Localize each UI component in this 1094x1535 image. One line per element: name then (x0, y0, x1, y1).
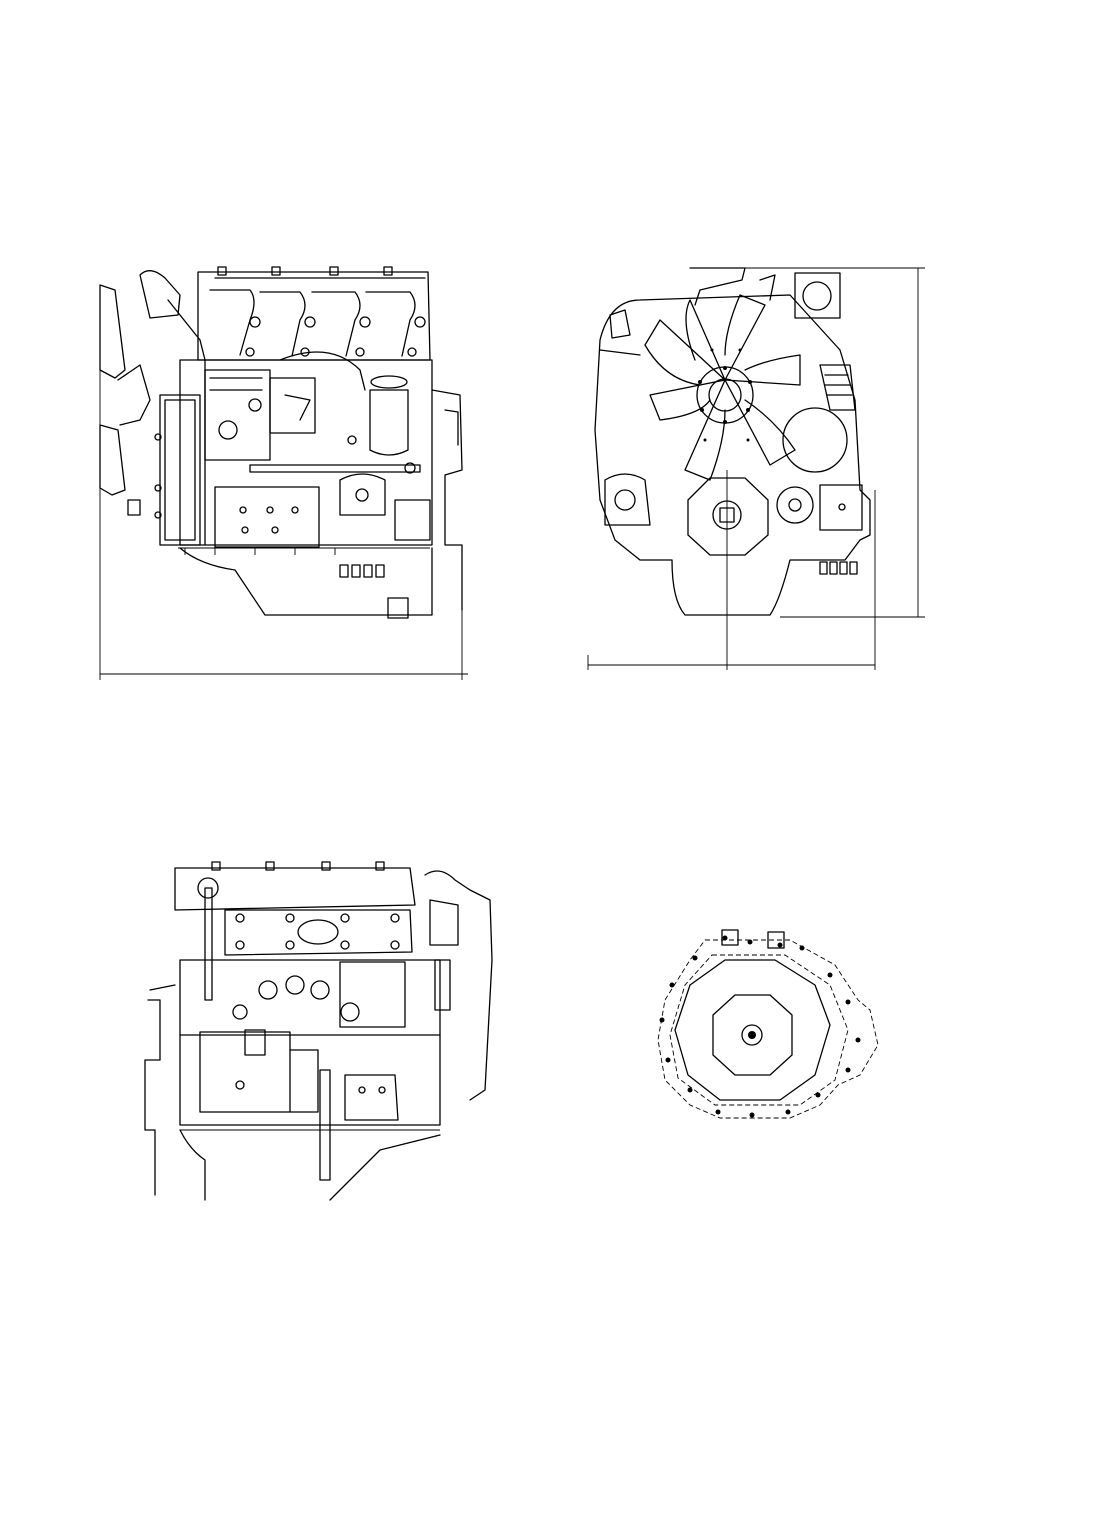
rear-view (657, 929, 879, 1119)
front-view (587, 267, 925, 670)
side-view-right (144, 861, 493, 1201)
side-view-left (99, 266, 468, 680)
